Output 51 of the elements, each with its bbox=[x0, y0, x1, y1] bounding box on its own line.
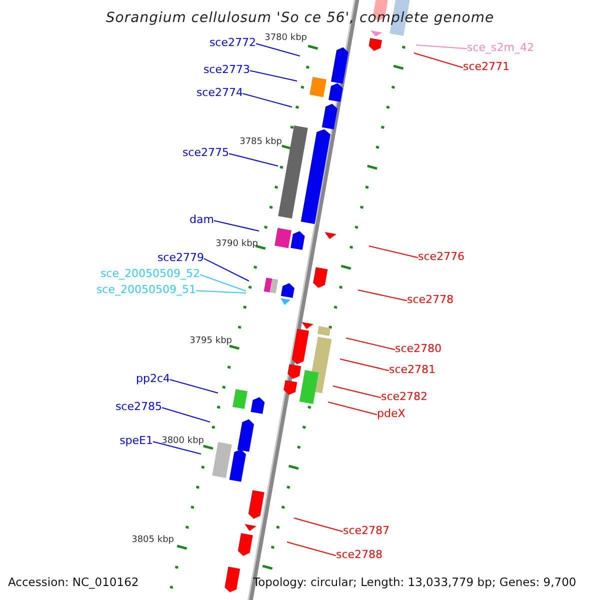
gene-label: sce_20050509_52 bbox=[100, 268, 200, 279]
leader-line bbox=[228, 153, 278, 166]
leader-line bbox=[414, 52, 464, 68]
leader-line bbox=[358, 290, 408, 302]
gene-label: pdeX bbox=[377, 408, 406, 419]
gene-label: sce2773 bbox=[203, 64, 250, 75]
title: Sorangium cellulosum 'So ce 56', complete genome bbox=[104, 11, 496, 25]
leader-line bbox=[204, 258, 250, 282]
leader-line bbox=[294, 518, 344, 532]
gene-label: sce2774 bbox=[196, 87, 243, 98]
leader-line bbox=[196, 290, 246, 294]
gene-label: sce2775 bbox=[182, 147, 229, 158]
gene-label: sce2776 bbox=[418, 251, 465, 262]
scale-label: 3795 kbp bbox=[190, 337, 232, 346]
leader-line bbox=[250, 70, 298, 82]
gene-label: sce2771 bbox=[463, 61, 510, 72]
gene-label: sce2778 bbox=[407, 294, 454, 305]
gene-label: speE1 bbox=[120, 435, 153, 446]
scale-label: 3800 kbp bbox=[162, 437, 204, 446]
leader-line bbox=[214, 220, 260, 232]
scale-label: 3780 kbp bbox=[264, 34, 307, 43]
gene-label: sce2772 bbox=[209, 37, 256, 48]
leader-line bbox=[152, 441, 202, 454]
gene-label: sce2781 bbox=[389, 364, 436, 375]
leader-line bbox=[346, 338, 396, 350]
gene-label: sce2779 bbox=[157, 252, 204, 263]
leader-line bbox=[416, 44, 468, 50]
gene-label: sce2780 bbox=[395, 343, 442, 354]
leader-line bbox=[170, 379, 218, 394]
leader-line bbox=[340, 358, 390, 372]
leader-line bbox=[162, 407, 210, 422]
genome-info-text: Topology: circular; Length: 13,033,779 bp; Genes: 9,700 bbox=[253, 577, 576, 588]
leader-line bbox=[286, 542, 336, 556]
gene-label: sce2782 bbox=[381, 391, 428, 402]
scale-label: 3790 kbp bbox=[216, 240, 258, 249]
gene-label: sce_20050509_51 bbox=[96, 284, 196, 295]
leader-line bbox=[332, 386, 382, 398]
gene-label: sce_s2m_42 bbox=[467, 42, 534, 53]
gene-label: dam bbox=[190, 214, 214, 225]
leader-line bbox=[368, 246, 418, 258]
gene-label: sce2788 bbox=[336, 549, 383, 560]
leader-line bbox=[200, 274, 246, 292]
gene-label: sce2787 bbox=[343, 525, 390, 536]
gene-label: pp2c4 bbox=[136, 373, 170, 384]
scale-label: 3785 kbp bbox=[240, 138, 282, 147]
leader-line bbox=[242, 93, 292, 108]
accession-text: Accession: NC_010162 bbox=[8, 577, 139, 588]
scale-label: 3805 kbp bbox=[132, 536, 174, 545]
leader-line bbox=[328, 402, 378, 416]
gene-label: sce2785 bbox=[115, 401, 162, 412]
leader-line bbox=[256, 43, 300, 56]
